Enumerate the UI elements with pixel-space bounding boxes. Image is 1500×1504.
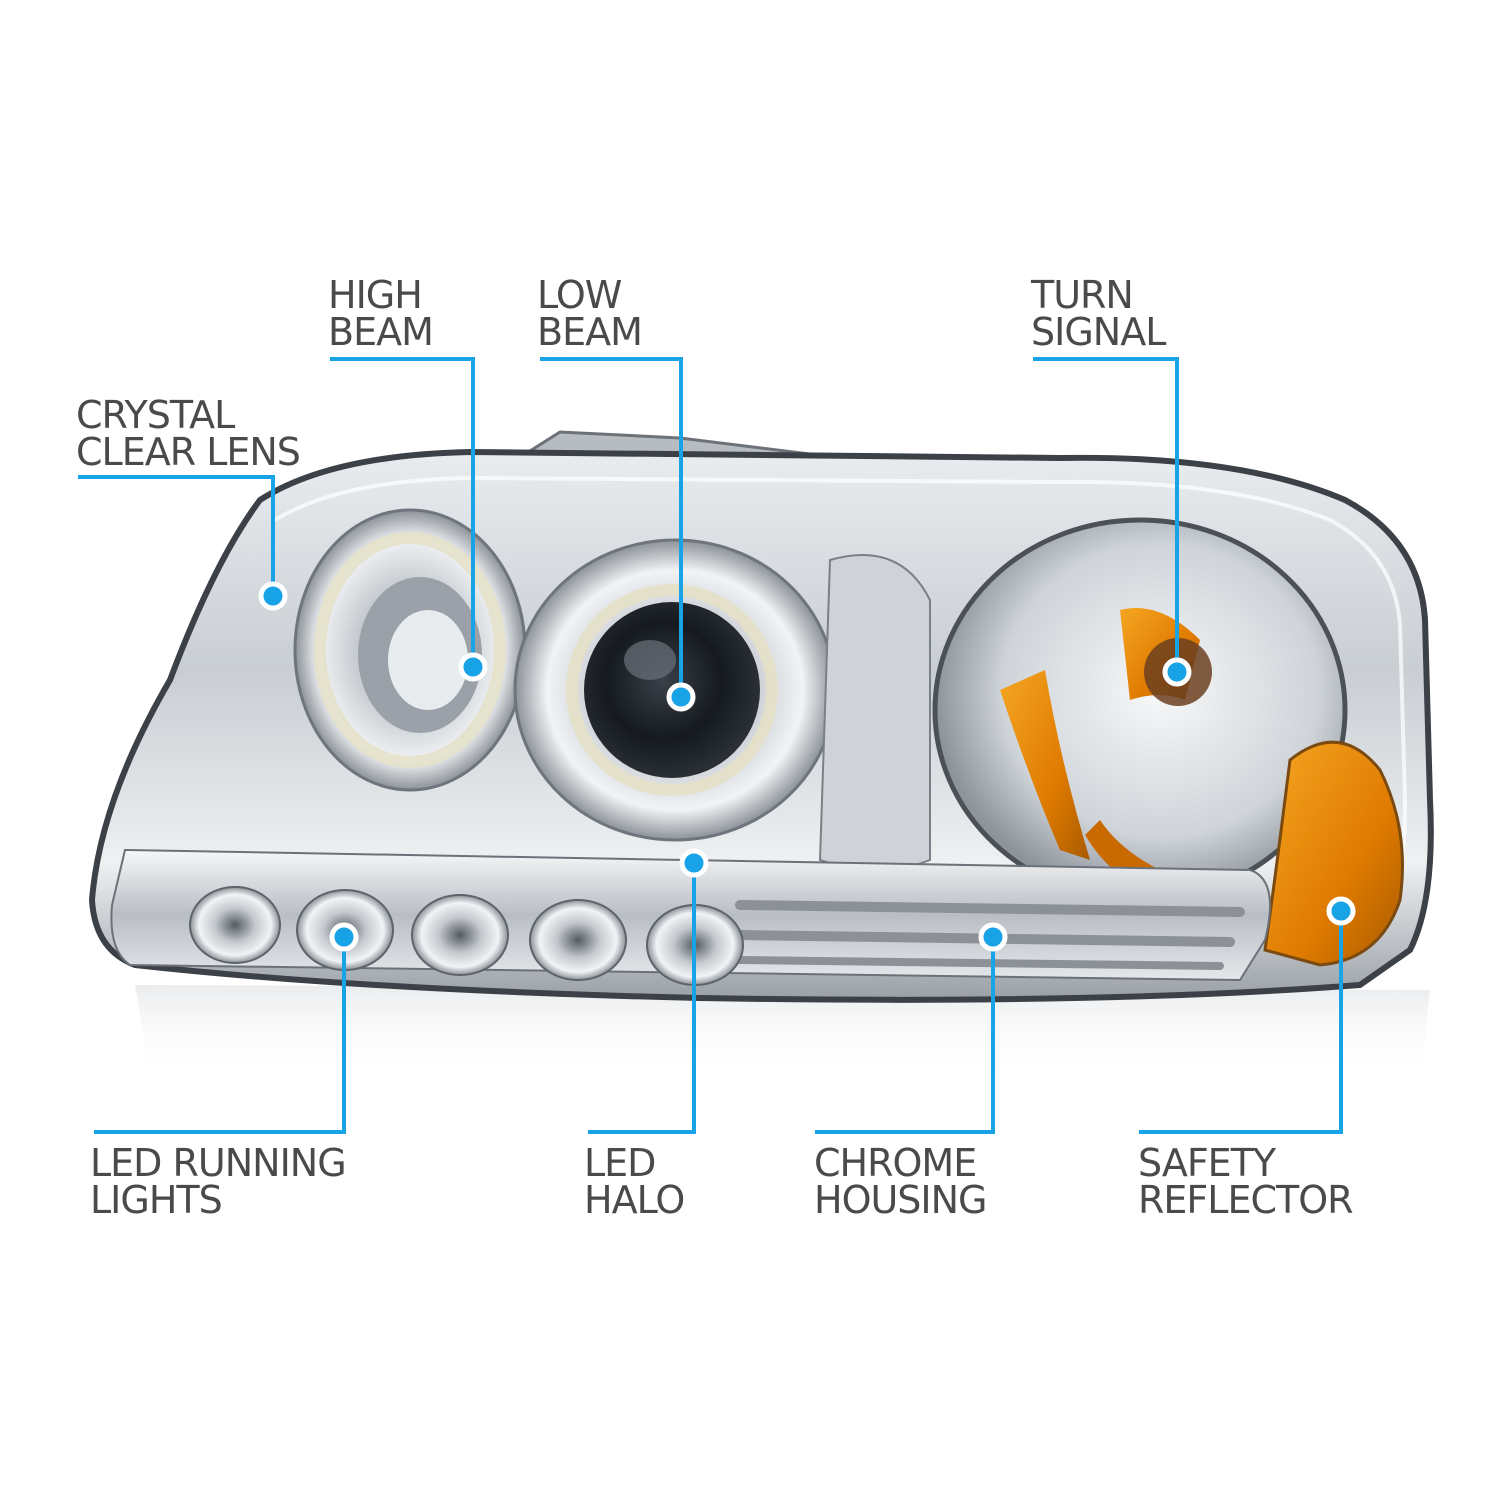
headlight-reflection	[135, 985, 1430, 1080]
label-line: REFLECTOR	[1138, 1178, 1354, 1222]
label-line: HALO	[584, 1178, 685, 1222]
label-line: HIGH	[328, 273, 423, 317]
label-high-beam: HIGH BEAM	[328, 273, 434, 354]
label-line: LED RUNNING	[90, 1141, 347, 1185]
label-line: TURN	[1031, 273, 1134, 317]
lens-edge-highlight	[273, 475, 1408, 931]
label-crystal-clear-lens: CRYSTAL CLEAR LENS	[76, 393, 301, 474]
label-led-halo: LED HALO	[584, 1141, 685, 1222]
chrome-bar	[736, 956, 1224, 970]
callout-dot-crystal-clear-lens	[258, 581, 288, 611]
callout-dot-led-running-lights	[329, 922, 359, 952]
label-line: LIGHTS	[90, 1178, 223, 1222]
callout-dot-safety-reflector	[1326, 896, 1356, 926]
led-pods	[189, 886, 744, 986]
inner-chrome-panel	[818, 554, 931, 871]
label-line: LOW	[537, 273, 622, 317]
label-line: CRYSTAL	[76, 393, 235, 437]
callout-dot-turn-signal	[1162, 657, 1192, 687]
label-line: LED	[584, 1141, 656, 1185]
label-low-beam: LOW BEAM	[537, 273, 643, 354]
callout-dot-high-beam	[458, 652, 488, 682]
label-line: CLEAR LENS	[76, 430, 301, 474]
label-line: SIGNAL	[1031, 310, 1166, 354]
label-led-running-lights: LED RUNNING LIGHTS	[90, 1141, 347, 1222]
label-line: BEAM	[328, 310, 434, 354]
callout-dot-low-beam	[666, 682, 696, 712]
callout-dot-led-halo	[679, 848, 709, 878]
label-line: HOUSING	[814, 1178, 987, 1222]
label-line: SAFETY	[1138, 1141, 1276, 1185]
label-chrome-housing: CHROME HOUSING	[814, 1141, 987, 1222]
turn-signal-reflector	[932, 517, 1348, 903]
chrome-bar	[735, 900, 1245, 917]
label-turn-signal: TURN SIGNAL	[1031, 273, 1166, 354]
callout-leader-lines	[78, 357, 1343, 1134]
label-line: BEAM	[537, 310, 643, 354]
high-beam-projector	[293, 508, 527, 792]
label-line: CHROME	[814, 1141, 977, 1185]
safety-reflector-marker	[1263, 740, 1404, 967]
label-safety-reflector: SAFETY REFLECTOR	[1138, 1141, 1354, 1222]
callout-dot-chrome-housing	[978, 922, 1008, 952]
